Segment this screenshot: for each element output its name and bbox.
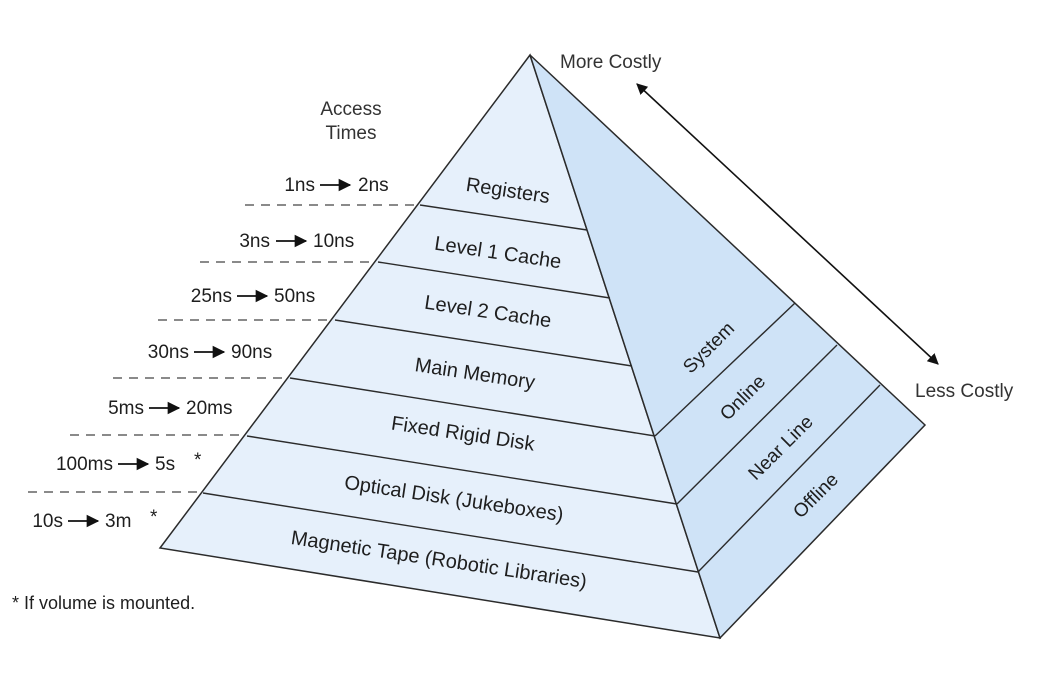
category-line-2 xyxy=(676,344,838,505)
access-to: 3m xyxy=(105,511,131,532)
access-from: 100ms xyxy=(56,454,113,475)
access-to: 50ns xyxy=(274,286,315,307)
access-time-row-registers: 1ns 2ns xyxy=(284,175,388,196)
access-to: 5s xyxy=(155,454,175,475)
access-times-heading-line2: Times xyxy=(325,123,376,144)
tier-line-6 xyxy=(202,492,699,573)
access-dashes xyxy=(28,204,418,493)
access-time-row-level-2-cache: 25ns 50ns xyxy=(191,286,315,307)
tier-line-3 xyxy=(334,319,633,367)
access-time-row-magnetic-tape: 10s 3m * xyxy=(32,507,158,532)
access-from: 3ns xyxy=(239,231,270,252)
access-from: 25ns xyxy=(191,286,232,307)
footnote: * If volume is mounted. xyxy=(12,593,195,613)
access-to: 10ns xyxy=(313,231,354,252)
mounted-asterisk: * xyxy=(194,450,202,471)
access-to: 90ns xyxy=(231,342,272,363)
access-from: 10s xyxy=(32,511,63,532)
tier-line-4 xyxy=(289,377,656,437)
access-time-row-level-1-cache: 3ns 10ns xyxy=(239,231,354,252)
access-from: 5ms xyxy=(108,398,144,419)
access-to: 2ns xyxy=(358,175,389,196)
mounted-asterisk: * xyxy=(150,507,158,528)
access-time-row-main-memory: 30ns 90ns xyxy=(148,342,272,363)
access-time-row-optical-disk: 100ms 5s * xyxy=(56,450,202,475)
less-costly-label: Less Costly xyxy=(915,381,1014,402)
tier-line-1 xyxy=(419,204,588,231)
tier-line-2 xyxy=(377,261,611,299)
category-line-3 xyxy=(697,384,881,573)
access-to: 20ms xyxy=(186,398,232,419)
more-costly-label: More Costly xyxy=(560,52,662,73)
access-times-heading-line1: Access xyxy=(320,99,381,120)
access-from: 1ns xyxy=(284,175,315,196)
tier-line-5 xyxy=(246,435,678,505)
access-time-row-fixed-rigid-disk: 5ms 20ms xyxy=(108,398,232,419)
cost-double-arrow xyxy=(636,83,939,365)
front-tier-lines xyxy=(202,204,699,573)
access-from: 30ns xyxy=(148,342,189,363)
